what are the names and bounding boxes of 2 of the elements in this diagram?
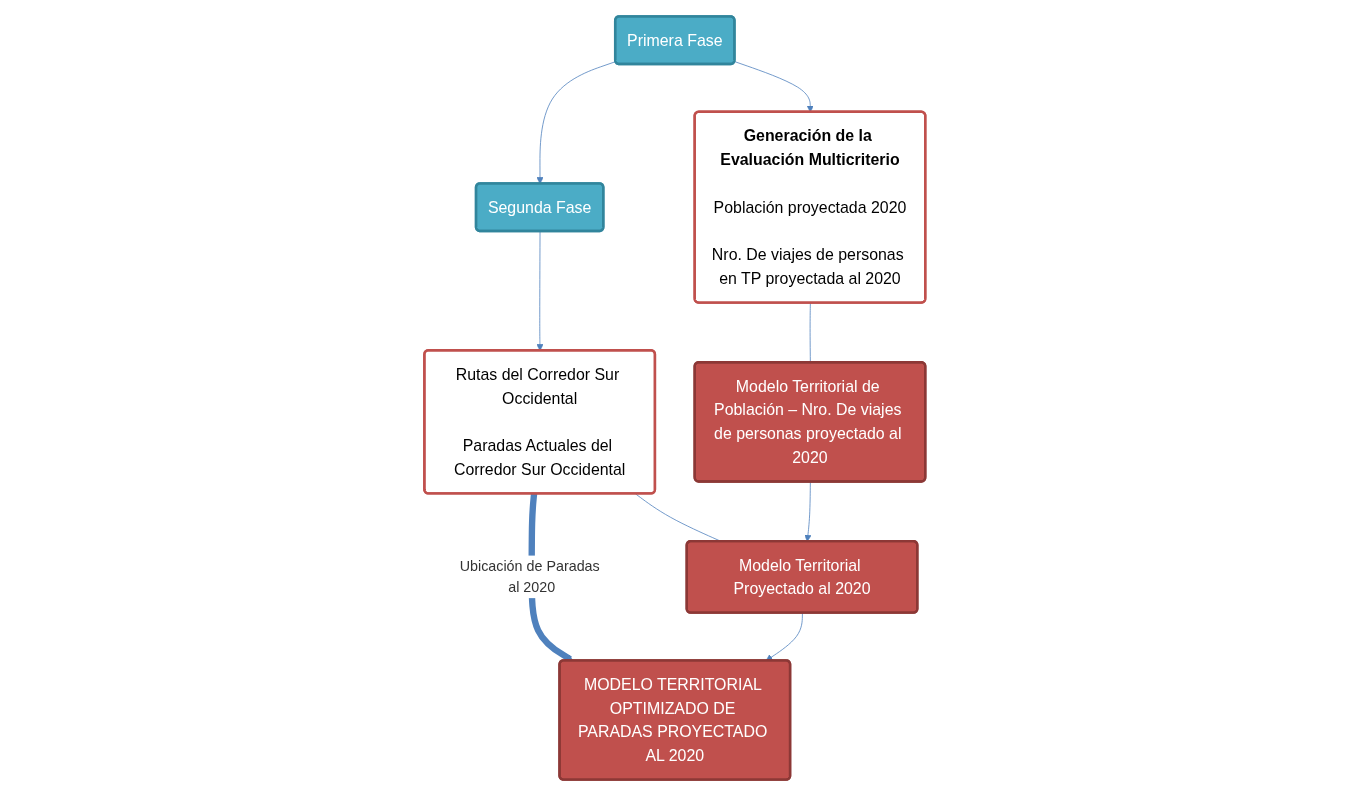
edge-label: Ubicación de Paradas al 2020	[459, 557, 600, 596]
connector	[809, 302, 811, 363]
